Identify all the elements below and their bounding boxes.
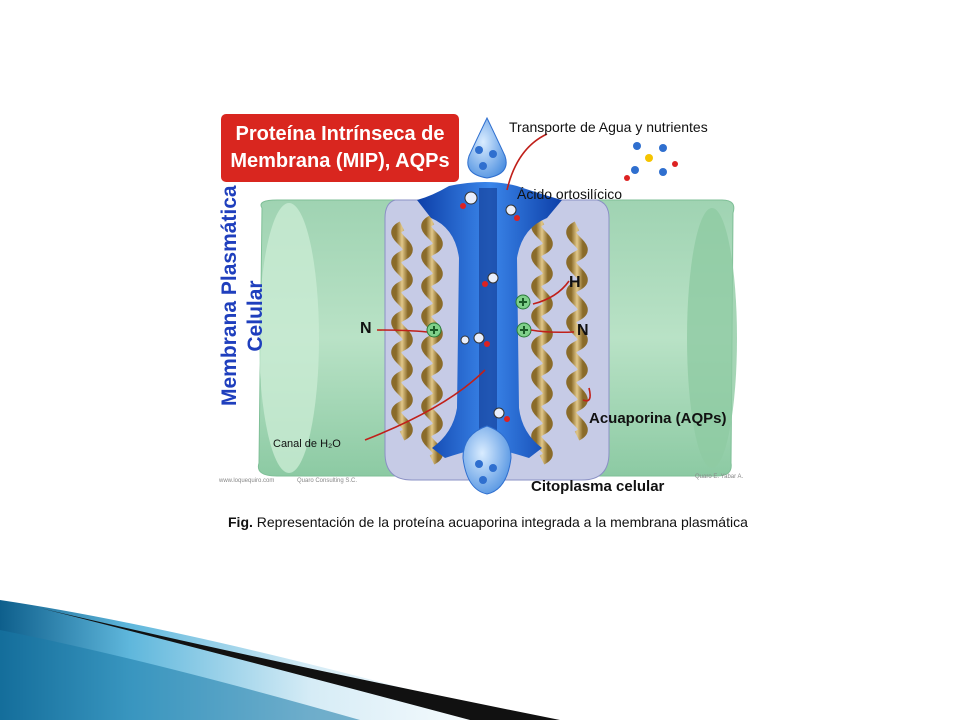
- membrane-label: Membrana Plasmática Celular: [217, 185, 269, 406]
- water-molecule: [460, 191, 478, 209]
- charge-markers: [426, 294, 532, 338]
- water-molecule: [482, 272, 499, 287]
- water-drop-bottom: [462, 425, 512, 495]
- membrane-label-line2: Celular: [244, 280, 267, 352]
- plus-icon: [515, 294, 531, 310]
- molecules: [460, 142, 678, 484]
- water-molecule: [475, 146, 497, 170]
- plus-icon: [516, 322, 532, 338]
- slide-decoration: [0, 600, 560, 720]
- label-acid: Ácido ortosilícico: [517, 186, 623, 202]
- aquaporin-diagram: [257, 116, 737, 495]
- aquaporin-figure: Proteína Intrínseca de Membrana (MIP), A…: [217, 108, 751, 496]
- water-molecule: [493, 407, 510, 422]
- label-n-left: N: [360, 320, 372, 337]
- water-molecule: [475, 460, 497, 484]
- label-channel: Canal de H₂O: [273, 438, 341, 450]
- caption-text: Representación de la proteína acuaporina…: [252, 514, 748, 530]
- water-molecule: [460, 335, 470, 345]
- credit-site: www.loquequiro.com: [219, 478, 275, 484]
- label-h: H: [569, 274, 581, 291]
- credit-author: Quaro E. Yabar A.: [695, 474, 744, 480]
- credit-company: Quaro Consulting S.C.: [297, 478, 358, 484]
- figure-caption: Fig. Representación de la proteína acuap…: [228, 514, 748, 531]
- silicic-acid-molecule: [624, 142, 678, 181]
- right-helices: [531, 215, 588, 465]
- label-aquaporin: Acuaporina (AQPs): [589, 410, 727, 427]
- caption-prefix: Fig.: [228, 514, 253, 530]
- label-n-right: N: [577, 322, 589, 339]
- plus-icon: [426, 322, 442, 338]
- water-molecule: [473, 332, 490, 347]
- water-molecule: [505, 204, 520, 221]
- membrane-label-line1: Membrana Plasmática: [218, 185, 241, 406]
- water-drop-top: [467, 116, 507, 179]
- label-transport: Transporte de Agua y nutrientes: [509, 119, 708, 135]
- water-channel: [417, 182, 562, 458]
- label-cytoplasm: Citoplasma celular: [531, 478, 665, 495]
- leader-lines: [364, 133, 591, 441]
- figure-title: Proteína Intrínseca de Membrana (MIP), A…: [221, 114, 459, 182]
